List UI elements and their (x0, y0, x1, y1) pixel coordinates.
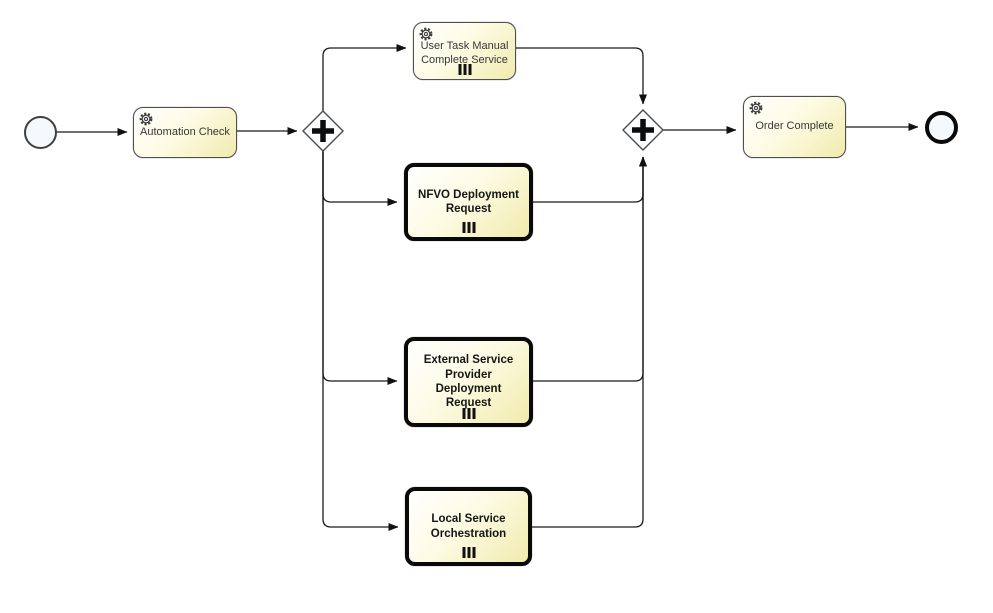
parallel-gateway-plus-icon (312, 120, 334, 142)
task-label: Local Service Orchestration (430, 513, 507, 540)
flow-split-gateway-to-local (322, 151, 399, 531)
multi-instance-icon (462, 547, 475, 558)
task-label: External Service Provider Deployment Req… (423, 354, 514, 410)
multi-instance-icon (462, 222, 475, 233)
task-nfvo-deployment-request[interactable]: NFVO Deployment Request (404, 163, 533, 241)
parallel-join-gateway[interactable] (622, 109, 664, 151)
multi-instance-icon (462, 408, 475, 419)
task-label: Automation Check (140, 125, 230, 138)
task-label: Order Complete (755, 120, 834, 133)
task-external-service-provider-deployment-request[interactable]: External Service Provider Deployment Req… (404, 337, 533, 427)
multi-instance-icon (458, 64, 471, 75)
flow-nfvo-to-join-gateway (533, 156, 647, 203)
parallel-gateway-plus-icon (632, 119, 654, 141)
flow-local-to-join-gateway (532, 156, 647, 528)
task-user-task-manual-complete-service[interactable]: User Task Manual Complete Service (413, 22, 516, 80)
task-order-complete[interactable]: Order Complete (743, 96, 846, 158)
gear-icon (749, 101, 763, 115)
flow-external-to-join-gateway (533, 156, 647, 382)
parallel-split-gateway[interactable] (302, 110, 344, 152)
flow-split-gateway-to-external (322, 151, 398, 385)
start-event[interactable] (24, 116, 57, 149)
end-event[interactable] (925, 111, 958, 144)
task-label: User Task Manual Complete Service (420, 40, 509, 66)
flow-split-gateway-to-user-task (322, 44, 407, 111)
task-automation-check[interactable]: Automation Check (133, 107, 237, 158)
gear-icon (419, 27, 433, 41)
task-label: NFVO Deployment Request (418, 188, 519, 215)
flow-user-task-to-join-gateway (516, 47, 647, 105)
flow-split-gateway-to-nfvo (322, 151, 398, 206)
gear-icon (139, 112, 153, 126)
task-local-service-orchestration[interactable]: Local Service Orchestration (405, 487, 532, 566)
